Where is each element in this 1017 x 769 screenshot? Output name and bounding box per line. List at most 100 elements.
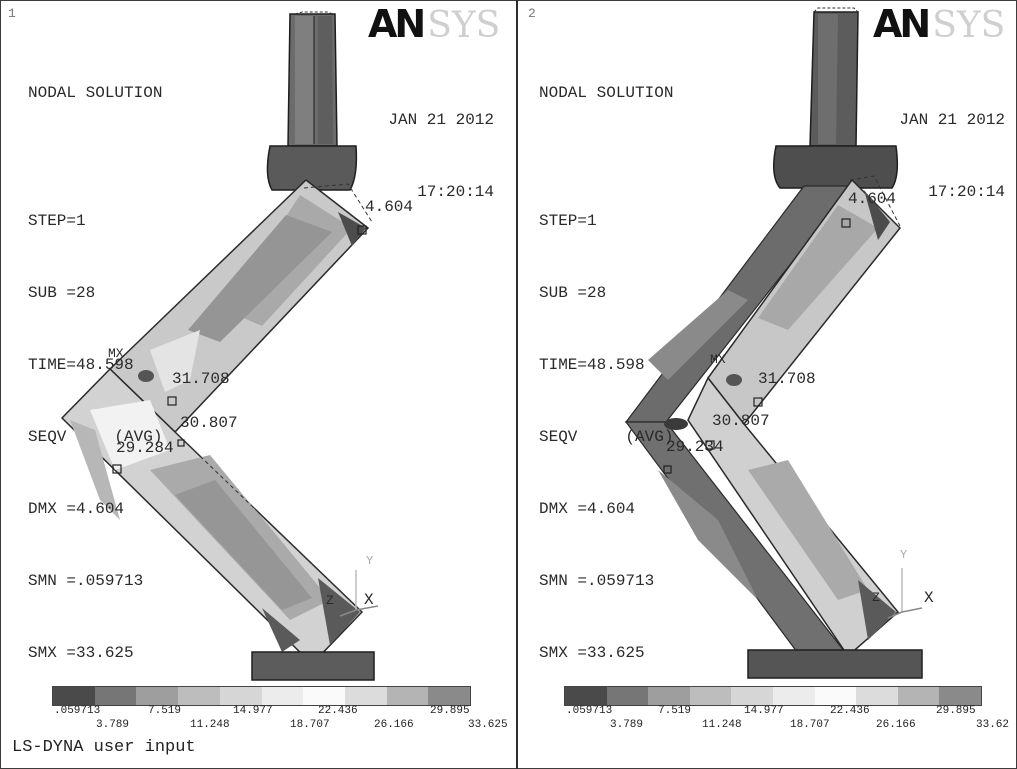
time-text: 17:20:14 bbox=[417, 183, 494, 201]
header-result: SEQV (AVG) bbox=[539, 428, 674, 446]
header-smn: SMN =.059713 bbox=[539, 572, 655, 590]
legend-value: 33.62 bbox=[976, 719, 1010, 731]
legend-band bbox=[814, 687, 857, 705]
legend-value: 29.895 bbox=[430, 705, 470, 717]
legend-band bbox=[136, 687, 179, 705]
header-smn: SMN =.059713 bbox=[28, 572, 144, 590]
viewport-1[interactable]: 1 bbox=[0, 0, 516, 769]
legend-value: 11.248 bbox=[190, 719, 230, 731]
node-markers bbox=[663, 218, 851, 474]
legend-value: 18.707 bbox=[790, 719, 830, 731]
viewport-divider bbox=[516, 0, 518, 769]
legend-band bbox=[689, 687, 732, 705]
legend-value: 33.625 bbox=[468, 719, 508, 731]
deformed-model-view bbox=[624, 7, 923, 679]
contour-legend-bar bbox=[564, 686, 982, 706]
header-time: TIME=48.598 bbox=[28, 356, 134, 374]
legend-value: 7.519 bbox=[658, 705, 692, 717]
lower-die bbox=[251, 651, 375, 681]
timestamp: JAN 21 2012 17:20:14 bbox=[388, 60, 494, 252]
header-smx: SMX =33.625 bbox=[539, 644, 645, 662]
lower-arm bbox=[60, 367, 364, 666]
axis-z-label: Z bbox=[872, 590, 880, 605]
legend-band bbox=[939, 687, 981, 705]
solution-header: NODAL SOLUTION STEP=1 SUB =28 TIME=48.59… bbox=[28, 33, 162, 713]
legend-value: 26.166 bbox=[374, 719, 414, 731]
header-sub: SUB =28 bbox=[28, 284, 96, 302]
legend-band bbox=[856, 687, 898, 705]
legend-value: .059713 bbox=[54, 705, 101, 717]
legend-band bbox=[772, 687, 815, 705]
header-time: TIME=48.598 bbox=[539, 356, 645, 374]
date-text: JAN 21 2012 bbox=[899, 111, 1005, 129]
header-title: NODAL SOLUTION bbox=[539, 84, 674, 102]
legend-band bbox=[648, 687, 690, 705]
header-dmx: DMX =4.604 bbox=[28, 500, 125, 518]
legend-band bbox=[261, 687, 304, 705]
legend-band bbox=[386, 687, 429, 705]
legend-band bbox=[303, 687, 345, 705]
legend-band bbox=[731, 687, 773, 705]
legend-value: 3.789 bbox=[96, 719, 130, 731]
value-label-3: 29.284 bbox=[116, 439, 174, 457]
legend-band bbox=[178, 687, 220, 705]
legend-band bbox=[606, 687, 649, 705]
legend-band bbox=[94, 687, 137, 705]
max-marker-label: MX bbox=[710, 352, 726, 367]
coordinate-triad bbox=[887, 568, 923, 619]
legend-band bbox=[53, 687, 95, 705]
axis-z-label: Z bbox=[326, 593, 334, 608]
legend-value: 18.707 bbox=[290, 719, 330, 731]
header-result: SEQV (AVG) bbox=[28, 428, 163, 446]
upper-arm bbox=[108, 179, 373, 434]
legend-value: 29.895 bbox=[936, 705, 976, 717]
header-step: STEP=1 bbox=[28, 212, 86, 230]
legend-band bbox=[219, 687, 262, 705]
axis-x-label: X bbox=[924, 589, 934, 607]
legend-value: 22.436 bbox=[318, 705, 358, 717]
contour-legend-bar bbox=[52, 686, 471, 706]
axis-x-label: X bbox=[364, 591, 374, 609]
value-label-1: 31.708 bbox=[758, 370, 816, 388]
upper-punch bbox=[266, 11, 358, 191]
viewport-2[interactable]: 2 bbox=[518, 0, 1017, 769]
legend-value: 22.436 bbox=[830, 705, 870, 717]
date-text: JAN 21 2012 bbox=[388, 111, 494, 129]
legend-band bbox=[897, 687, 940, 705]
value-label-2: 30.807 bbox=[180, 414, 238, 432]
solution-header: NODAL SOLUTION STEP=1 SUB =28 TIME=48.59… bbox=[539, 33, 673, 713]
legend-value: 11.248 bbox=[702, 719, 742, 731]
legend-value: 3.789 bbox=[610, 719, 644, 731]
header-sub: SUB =28 bbox=[539, 284, 607, 302]
viewport-number: 2 bbox=[528, 6, 536, 21]
original-shape bbox=[624, 185, 854, 657]
value-label-2: 30.807 bbox=[712, 412, 770, 430]
lower-die bbox=[747, 649, 923, 679]
header-step: STEP=1 bbox=[539, 212, 597, 230]
lower-arm bbox=[687, 376, 900, 658]
axis-y-label: Y bbox=[900, 548, 908, 562]
legend-band bbox=[344, 687, 387, 705]
value-label-corner: 4.604 bbox=[365, 198, 414, 216]
timestamp: JAN 21 2012 17:20:14 bbox=[899, 60, 1005, 252]
legend-band bbox=[565, 687, 607, 705]
value-label-corner: 4.604 bbox=[848, 190, 897, 208]
header-title: NODAL SOLUTION bbox=[28, 84, 163, 102]
legend-value: 14.977 bbox=[744, 705, 784, 717]
time-text: 17:20:14 bbox=[928, 183, 1005, 201]
legend-band bbox=[428, 687, 471, 705]
legend-value: 14.977 bbox=[233, 705, 273, 717]
coordinate-triad bbox=[339, 570, 379, 617]
value-label-1: 31.708 bbox=[172, 370, 230, 388]
deformed-model-view bbox=[60, 11, 379, 681]
value-label-3: 29.234 bbox=[666, 438, 724, 456]
max-marker-label: MX bbox=[108, 346, 124, 361]
legend-value: 26.166 bbox=[876, 719, 916, 731]
header-smx: SMX =33.625 bbox=[28, 644, 134, 662]
node-markers bbox=[112, 225, 367, 474]
viewport-number: 1 bbox=[8, 6, 16, 21]
legend-value: .059713 bbox=[566, 705, 613, 717]
axis-y-label: Y bbox=[366, 554, 374, 568]
